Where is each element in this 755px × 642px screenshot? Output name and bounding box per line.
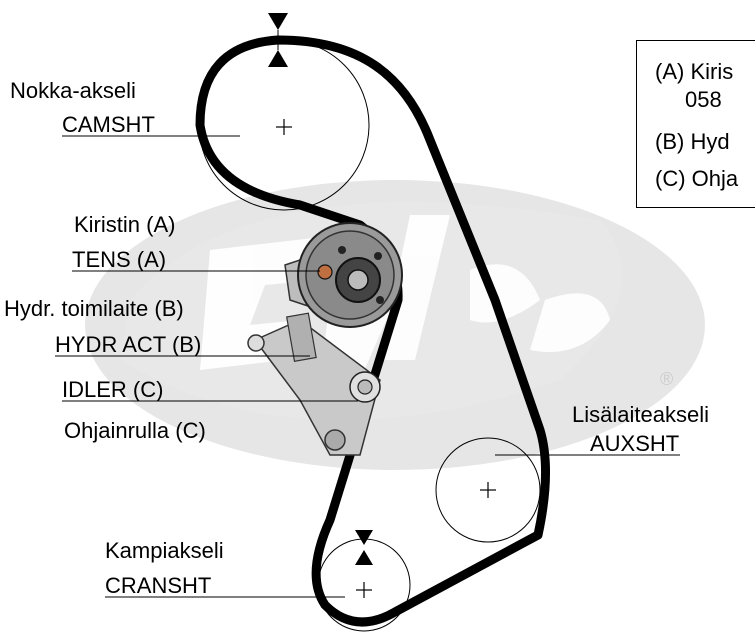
aux-label-code: AUXSHT (590, 431, 680, 456)
tensioner-label-fi: Kiristin (A) (74, 212, 176, 237)
tensioner-label-code: TENS (A) (72, 247, 167, 272)
hydr-label-code: HYDR ACT (B) (55, 332, 202, 357)
cam-timing-mark (268, 13, 288, 67)
hydraulic-actuator (247, 312, 381, 456)
auxshaft-pulley (435, 437, 541, 543)
crank-timing-mark (355, 530, 373, 565)
legend-line-a-part-number: 058 (685, 87, 722, 112)
crank-label-code: CRANSHT (105, 573, 212, 598)
legend-box: (A) Kiris 058 (B) Hyd (C) Ohja (636, 40, 755, 208)
hydr-label-fi: Hydr. toimilaite (B) (4, 296, 184, 321)
crank-label-fi: Kampiakseli (105, 538, 224, 563)
tensioner-assembly (284, 222, 403, 328)
camshaft-label-fi: Nokka-akseli (10, 78, 136, 103)
legend-line-a: (A) Kiris (655, 59, 734, 84)
timing-belt (195, 35, 551, 627)
legend-line-c: (C) Ohja (655, 166, 739, 191)
aux-label-fi: Lisälaiteakseli (572, 402, 709, 427)
idler-roller (349, 371, 381, 403)
idler-label-code: IDLER (C) (62, 377, 164, 402)
legend-line-b: (B) Hyd (655, 129, 730, 154)
idler-label-fi: Ohjainrulla (C) (64, 418, 206, 443)
camshaft-label-code: CAMSHT (62, 112, 155, 137)
svg-text:®: ® (660, 369, 673, 389)
